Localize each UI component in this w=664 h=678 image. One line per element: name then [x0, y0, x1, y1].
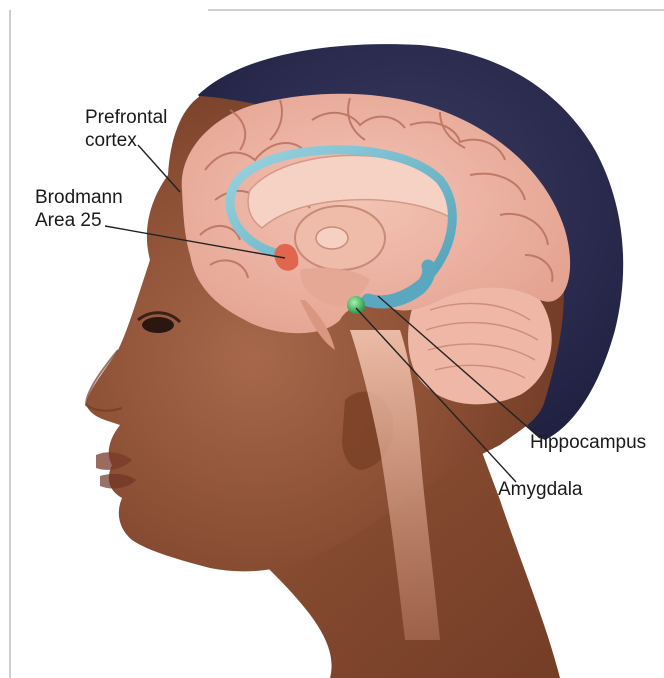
label-amygdala: Amygdala [498, 478, 583, 501]
eye [142, 317, 174, 333]
label-brodmann-line2: Area 25 [35, 209, 123, 232]
label-hippocampus: Hippocampus [530, 431, 646, 454]
label-prefrontal-line2: cortex [85, 129, 167, 152]
amygdala-structure [347, 296, 365, 314]
thalamus-center [316, 227, 348, 249]
label-prefrontal-line1: Prefrontal [85, 106, 167, 129]
label-brodmann-line1: Brodmann [35, 186, 123, 209]
label-prefrontal-cortex: Prefrontal cortex [85, 106, 167, 152]
label-brodmann-area-25: Brodmann Area 25 [35, 186, 123, 232]
